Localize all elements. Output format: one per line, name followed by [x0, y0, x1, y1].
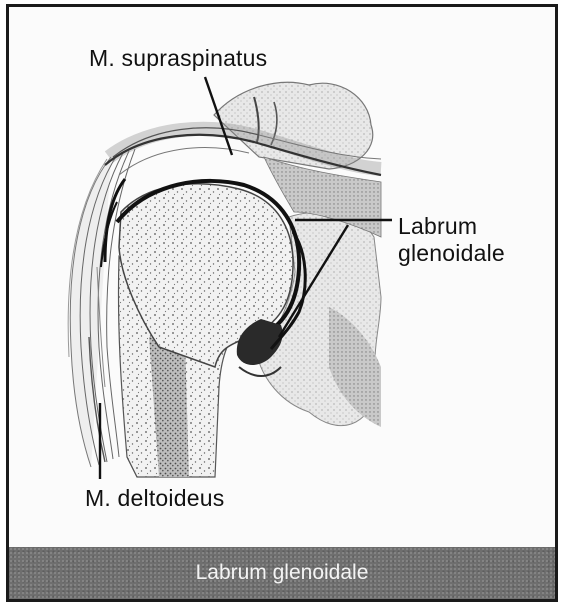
deltoid-muscle [67, 148, 136, 468]
label-deltoideus: M. deltoideus [85, 485, 225, 511]
supraspinatus-muscle [104, 121, 382, 177]
glenoid-labrum [236, 231, 307, 377]
caption-text: Labrum glenoidale [195, 561, 369, 584]
acromion [213, 81, 374, 170]
label-supraspinatus: M. supraspinatus [89, 45, 268, 71]
leader-supraspinatus [203, 76, 234, 156]
label-labrum-line2: glenoidale [398, 240, 505, 266]
shoulder-joint-illustration [67, 76, 392, 479]
figure-frame: M. supraspinatus Labrum glenoidale M. de… [6, 4, 558, 602]
label-labrum-glenoidale: Labrum glenoidale [398, 213, 505, 267]
scapula [258, 156, 382, 427]
leader-lines [98, 76, 392, 479]
caption-bar: Labrum glenoidale [9, 547, 555, 599]
humeral-head [100, 178, 302, 368]
leader-labrum-lower [277, 224, 350, 338]
label-labrum-line1: Labrum [398, 213, 478, 239]
